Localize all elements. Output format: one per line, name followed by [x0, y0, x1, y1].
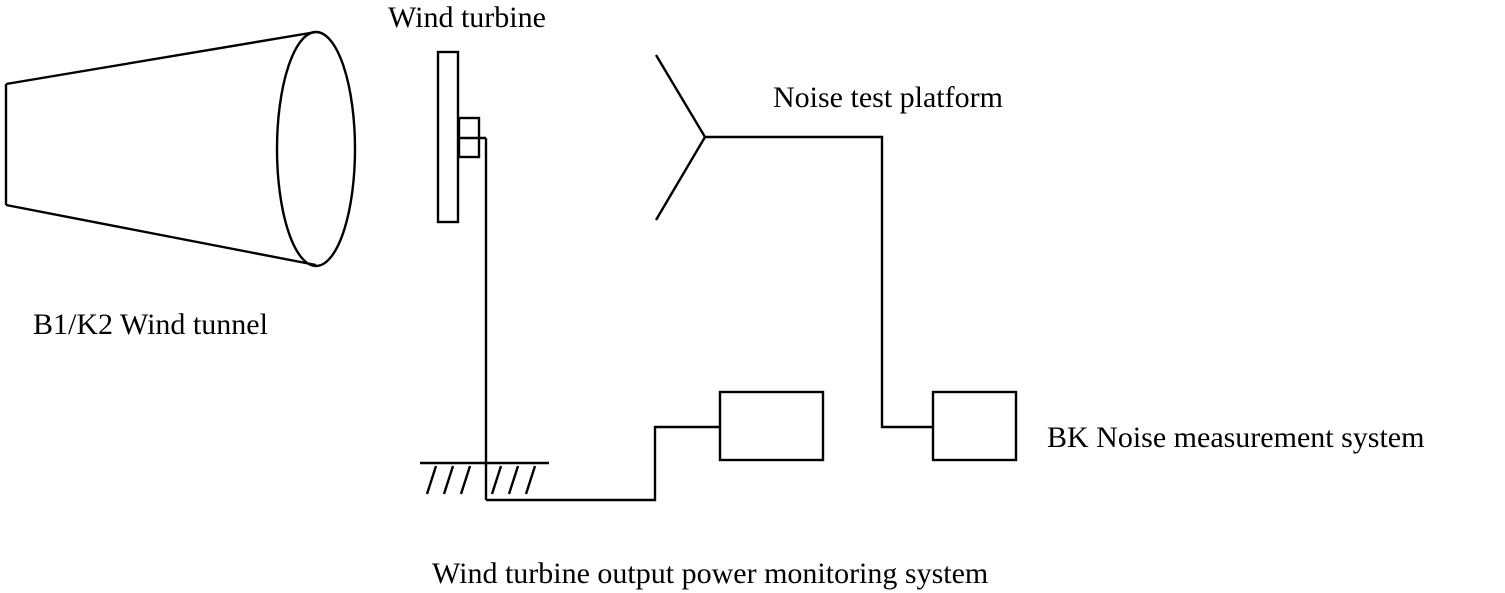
- power-monitoring-wire: [486, 425, 720, 502]
- wind-tunnel-lower-edge: [5, 203, 317, 267]
- ground-hatch: [490, 465, 503, 495]
- wind-tunnel-outlet: [275, 30, 357, 268]
- ground-hatch: [524, 465, 537, 495]
- microphone-upper-arm: [654, 54, 707, 138]
- ground-symbol: [420, 461, 549, 495]
- bk-noise-system-label: BK Noise measurement system: [1047, 421, 1424, 454]
- wind-tunnel: [4, 30, 357, 268]
- bk-noise-measurement-box: [931, 390, 1018, 462]
- microphone-lower-arm: [654, 136, 707, 221]
- power-monitoring-box: [718, 390, 825, 462]
- noise-platform-wire: [705, 135, 933, 429]
- ground-hatch: [425, 465, 438, 495]
- wind-turbine: [436, 50, 488, 500]
- wind-turbine-label: Wind turbine: [388, 1, 546, 34]
- noise-test-platform-label: Noise test platform: [773, 81, 1003, 114]
- ground-hatch: [442, 465, 455, 495]
- wind-turbine-rotor: [436, 50, 460, 224]
- noise-test-platform: [654, 54, 933, 429]
- power-monitoring-label: Wind turbine output power monitoring sys…: [432, 557, 988, 590]
- ground-hatch: [507, 465, 520, 495]
- ground-hatch: [459, 465, 472, 495]
- wind-tunnel-label: B1/K2 Wind tunnel: [33, 308, 268, 341]
- power-monitoring: [486, 390, 825, 502]
- wind-tunnel-top-edge: [5, 30, 317, 86]
